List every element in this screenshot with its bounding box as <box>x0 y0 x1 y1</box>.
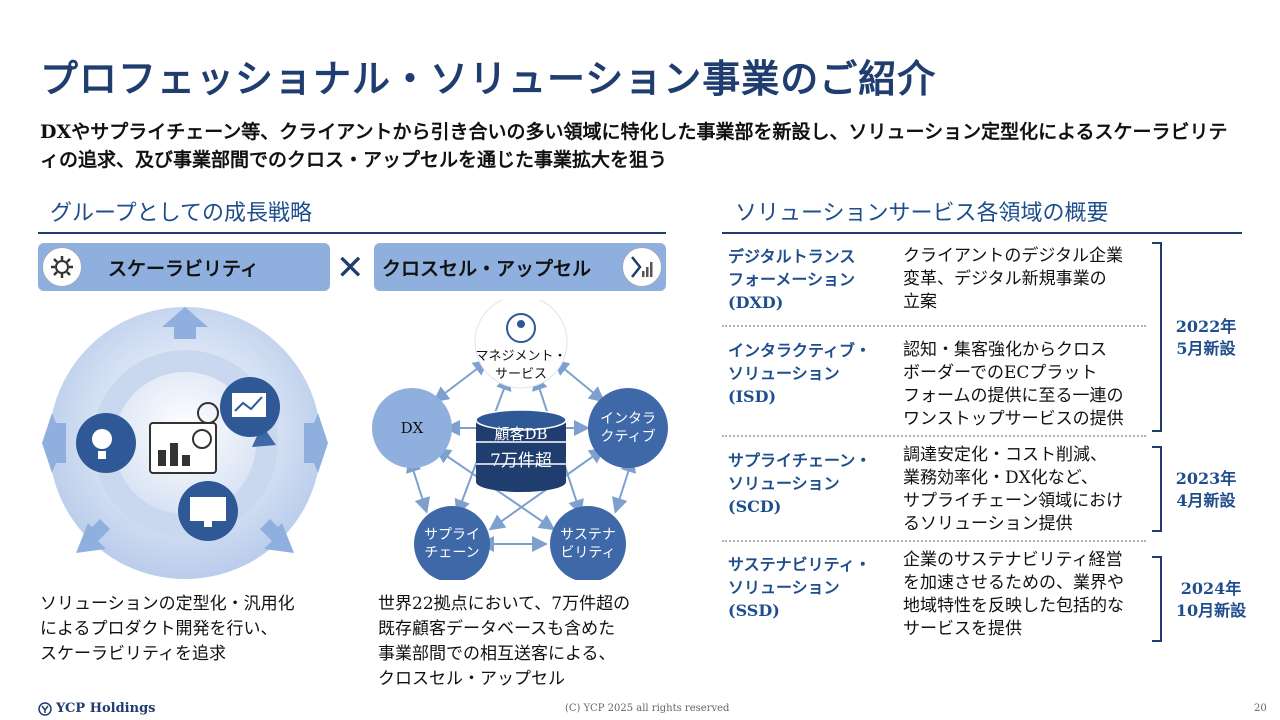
pill-scalability-label: スケーラビリティ <box>108 257 259 280</box>
service-name-isd: インタラクティブ・ ソリューション (ISD) <box>728 341 872 406</box>
service-desc-dxd: クライアントのデジタル企業 変革、デジタル新規事業の 立案 <box>903 246 1123 312</box>
tag-2022: 2022年 5月新設 <box>1175 317 1237 358</box>
service-name-dxd: デジタルトランス フォーメーション (DXD) <box>728 247 856 312</box>
gear-icon <box>42 247 82 287</box>
divider <box>722 435 1146 437</box>
pill-crosssell: クロスセル・アップセル <box>374 243 666 291</box>
pill-crosssell-label: クロスセル・アップセル <box>382 257 592 280</box>
node-interactive-label: インタラ クティブ <box>600 411 656 445</box>
service-name-ssd: サステナビリティ・ ソリューション (SSD) <box>728 555 871 620</box>
tag-2023: 2023年 4月新設 <box>1175 469 1237 510</box>
ycp-logo-icon <box>38 701 52 716</box>
growth-chart-icon <box>622 247 662 287</box>
monitor-icon <box>178 481 238 541</box>
bracket-2022 <box>1152 242 1162 432</box>
caption-crosssell: 世界22拠点において、7万件超の 既存顧客データベースも含めた 事業部間での相互… <box>378 594 631 689</box>
divider <box>722 325 1146 327</box>
bracket-2023 <box>1152 446 1162 532</box>
service-desc-scd: 調達安定化・コスト削減、 業務効率化・DX化など、 サプライチェーン領域におけ … <box>903 445 1124 534</box>
page-number: 20 <box>1254 703 1267 714</box>
section-title-growth: グループとしての成長戦略 <box>50 201 313 226</box>
node-management-label: マネジメント・ サービス <box>475 349 567 382</box>
node-sustain-label: サステナ ビリティ <box>560 527 616 561</box>
db-count: 7万件超 <box>490 451 552 471</box>
node-interactive <box>588 388 668 468</box>
node-management <box>474 300 568 389</box>
node-sustain <box>550 506 626 580</box>
pill-scalability: スケーラビリティ <box>38 243 330 291</box>
service-name-scd: サプライチェーン・ ソリューション (SCD) <box>728 451 872 516</box>
footer-logo: YCP Holdings <box>38 701 155 716</box>
page-title: プロフェッショナル・ソリューション事業のご紹介 <box>40 56 937 101</box>
section-title-services: ソリューションサービス各領域の概要 <box>735 201 1109 226</box>
lead-text: DXやサプライチェーン等、クライアントから引き合いの多い領域に特化した事業部を新… <box>40 121 1228 171</box>
section-rule-left <box>38 232 666 234</box>
node-dx <box>372 388 452 468</box>
footer-copyright: (C) YCP 2025 all rights reserved <box>565 703 730 714</box>
analytics-icon <box>220 377 280 437</box>
node-dx-label: DX <box>400 419 424 437</box>
idea-icon <box>76 413 136 473</box>
database-icon <box>475 409 567 492</box>
node-supply-label: サプライ チェーン <box>424 527 480 561</box>
service-desc-isd: 認知・集客強化からクロス ボーダーでのECプラット フォームの提供に至る一連の … <box>903 340 1124 429</box>
db-label: 顧客DB <box>494 425 548 443</box>
service-desc-ssd: 企業のサステナビリティ経営 を加速させるための、業界や 地域特性を反映した包括的… <box>903 550 1124 639</box>
divider <box>722 540 1146 542</box>
tag-2024: 2024年 10月新設 <box>1175 579 1247 620</box>
section-rule-right <box>722 232 1242 234</box>
dashboard-icon <box>149 402 219 474</box>
crosssell-network <box>372 300 668 580</box>
bracket-2024 <box>1152 556 1162 642</box>
scalability-graphic <box>42 307 328 579</box>
caption-scalability: ソリューションの定型化・汎用化 によるプロダクト開発を行い、 スケーラビリティを… <box>40 594 295 664</box>
times-icon: ✕ <box>336 248 365 288</box>
expansion-arrows <box>42 307 328 553</box>
node-supply <box>414 506 490 580</box>
